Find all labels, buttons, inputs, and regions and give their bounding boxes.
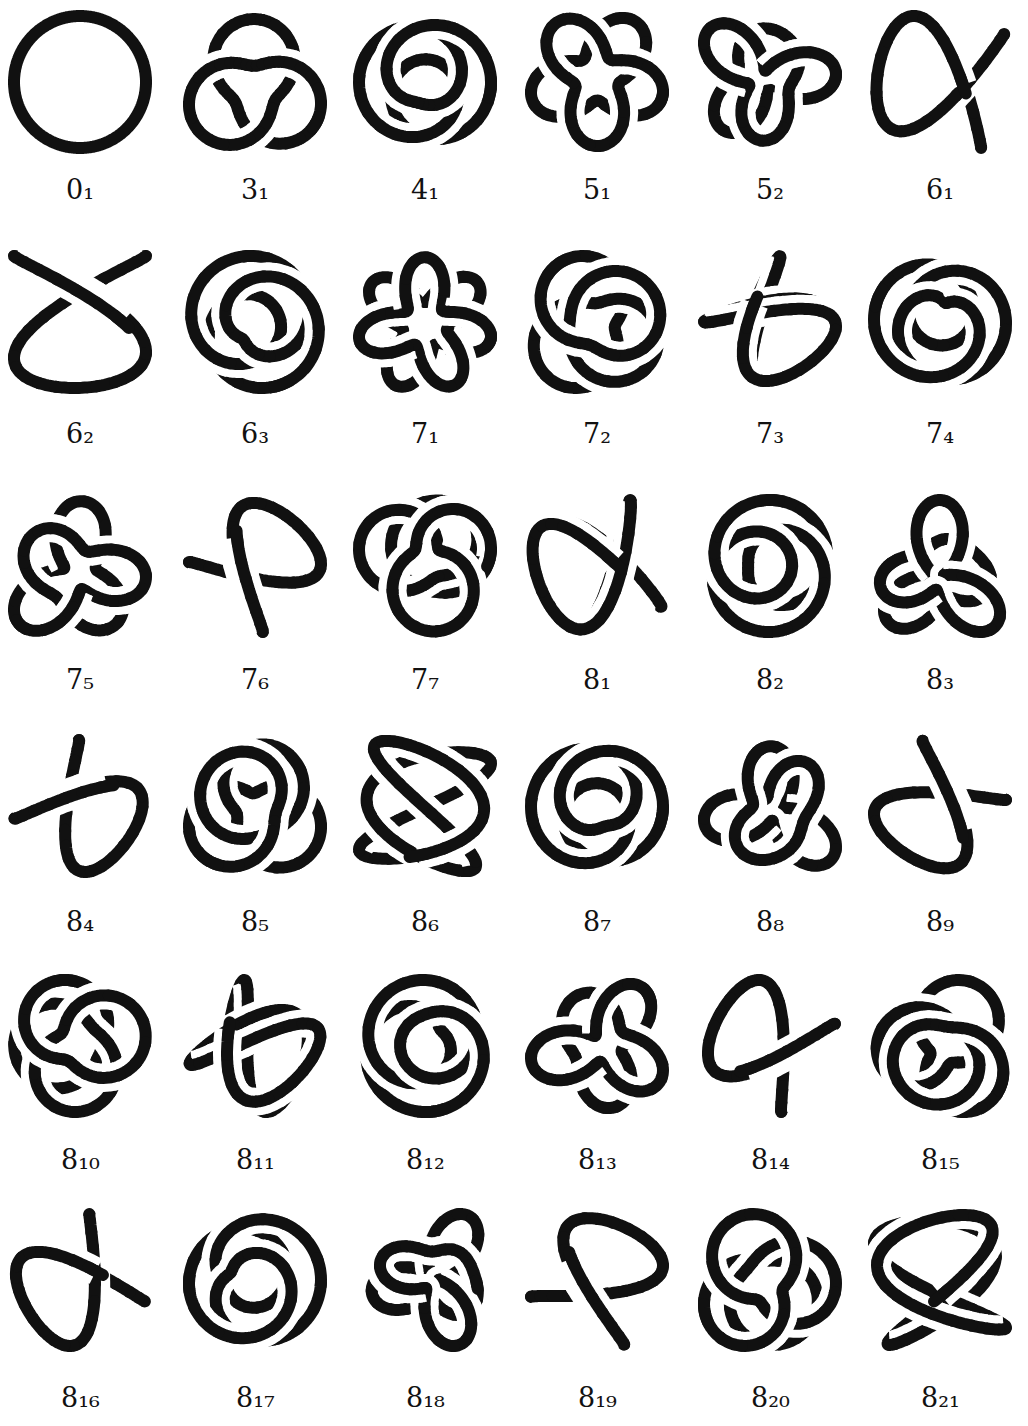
knot-diagram — [531, 749, 663, 863]
knot-label: 8₅ — [241, 906, 269, 938]
knot-diagram — [359, 741, 491, 871]
knot-diagram — [880, 500, 1000, 632]
knot-label: 5₂ — [756, 174, 784, 206]
knot-label: 8₂ — [756, 664, 784, 696]
knot-label: 8₁₃ — [578, 1144, 617, 1176]
knot-label: 7₄ — [926, 418, 954, 450]
knot-diagram — [191, 256, 319, 388]
knot-diagram — [531, 18, 663, 146]
knot-diagram — [874, 1215, 1006, 1345]
knot-diagram — [534, 256, 660, 388]
knot-diagram — [189, 19, 321, 145]
knot-diagram — [14, 256, 146, 388]
knot-label: 8₁₈ — [406, 1382, 445, 1414]
knot-label: 8₁₆ — [61, 1382, 100, 1414]
knot-diagram — [372, 1214, 479, 1346]
knot-label: 7₇ — [411, 664, 439, 696]
knot-diagram — [877, 980, 1004, 1112]
knot-label: 7₂ — [583, 418, 611, 450]
knot-label: 8₉ — [926, 906, 954, 938]
knot-label: 8₁₀ — [61, 1144, 100, 1176]
knot-label: 7₆ — [241, 664, 269, 696]
knot-label: 7₁ — [411, 418, 439, 450]
knot-diagram — [533, 500, 662, 632]
knot-label: 8₁ — [583, 664, 611, 696]
knot-label: 8₁₁ — [236, 1144, 275, 1176]
knot-diagram — [359, 25, 491, 139]
knot-label: 6₁ — [926, 174, 954, 206]
knot-diagram — [359, 257, 491, 387]
knot-diagram — [704, 23, 836, 140]
knot-label: 8₁₇ — [236, 1382, 275, 1414]
knot-label: 6₃ — [241, 418, 269, 450]
knot-label: 8₃ — [926, 664, 954, 696]
knot-diagram — [14, 16, 146, 148]
knot-label: 8₂₁ — [921, 1382, 960, 1414]
knot-diagram — [14, 501, 146, 631]
knot-diagram — [876, 16, 1004, 148]
knot-diagram — [190, 980, 321, 1112]
knot-label: 6₂ — [66, 418, 94, 450]
knot-diagram — [15, 1214, 145, 1346]
knot-diagram — [15, 740, 146, 872]
knot-diagram — [704, 1214, 836, 1346]
knot-label: 8₈ — [756, 906, 784, 938]
knot-label: 8₇ — [583, 906, 611, 938]
knot-label: 4₁ — [411, 174, 439, 206]
knot-label: 8₆ — [411, 906, 439, 938]
knot-diagram — [189, 744, 321, 867]
knot-diagram — [705, 980, 835, 1112]
knot-label: 8₁₉ — [578, 1382, 617, 1414]
knot-label: 7₃ — [756, 418, 784, 450]
knot-label: 7₅ — [66, 664, 94, 696]
knot-diagram — [874, 264, 1006, 379]
knot-label: 3₁ — [241, 174, 269, 206]
knot-label: 5₁ — [583, 174, 611, 206]
knot-diagram — [704, 256, 836, 387]
knot-label: 8₄ — [66, 906, 94, 938]
knot-label: 8₁₅ — [921, 1144, 960, 1176]
knot-diagram — [713, 500, 827, 632]
knot-diagram — [874, 741, 1006, 871]
knot-diagram — [531, 1215, 663, 1344]
knot-diagram — [531, 984, 663, 1108]
knot-diagram — [189, 1219, 321, 1340]
knot-diagram — [366, 980, 484, 1112]
knot-label: 8₂₀ — [751, 1382, 790, 1414]
knot-label: 8₁₂ — [406, 1144, 445, 1176]
knot-diagram — [704, 746, 836, 865]
knot-label: 0₁ — [66, 174, 94, 206]
knot-diagram — [189, 500, 321, 632]
knot-diagram — [359, 501, 491, 632]
knot-label: 8₁₄ — [751, 1144, 790, 1176]
knot-diagram — [14, 980, 145, 1112]
